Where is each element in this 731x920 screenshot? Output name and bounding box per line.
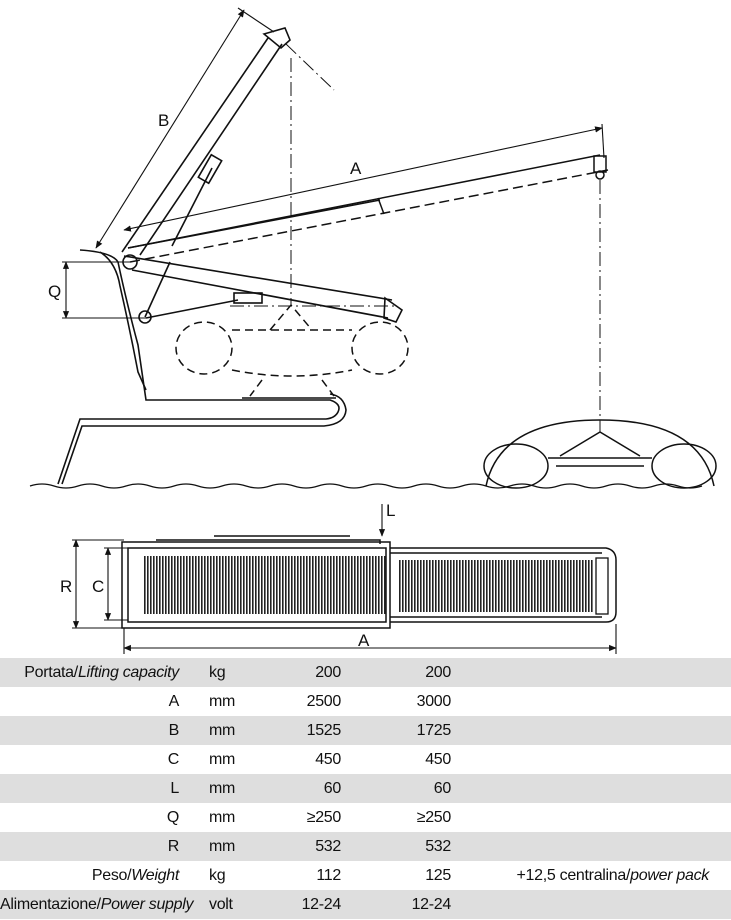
boat-hull	[57, 249, 347, 485]
spec-unit: kg	[209, 866, 226, 884]
boom-inner-section-hatch	[144, 556, 386, 614]
spec-note-cell	[453, 658, 731, 687]
lowered-boom	[122, 254, 404, 324]
spec-label: C	[167, 750, 180, 768]
spec-note-cell: +12,5 centralina/power pack	[516, 866, 710, 884]
spec-unit: mm	[209, 750, 236, 768]
spec-label-cell: Alimentazione/Power supply	[0, 890, 207, 919]
spec-label: Portata	[24, 663, 74, 681]
spec-value-1: 532	[297, 832, 343, 861]
extended-boom	[127, 154, 609, 263]
dimension-label-b: B	[158, 111, 169, 130]
spec-value-2: 3000	[416, 692, 452, 710]
spec-unit: mm	[207, 716, 297, 745]
spec-label-cell: Q	[0, 803, 207, 832]
spec-label: A	[168, 692, 180, 710]
spec-row: Peso/Weight kg 112 125 +12,5 centralina/powe…	[0, 861, 731, 890]
spec-value-2: 450	[425, 750, 451, 768]
spec-value-2: 60	[343, 774, 453, 803]
top-view-label-a: A	[358, 631, 370, 650]
spec-value-1: 60	[297, 774, 343, 803]
boom-extension-hatch	[398, 560, 594, 612]
crane-technical-drawing: B A Q L R C A	[29, 7, 717, 654]
spec-label: R	[167, 837, 180, 855]
water-surface	[29, 483, 703, 489]
side-view: B A Q	[29, 7, 717, 489]
spec-label-en: Lifting capacity	[77, 663, 179, 681]
spec-label: B	[168, 721, 180, 739]
spec-label-en: Weight	[131, 866, 179, 884]
spec-label: L	[170, 779, 179, 797]
spec-value-1: 12-24	[297, 890, 343, 919]
spec-note-cell	[453, 687, 731, 716]
top-view-dimension-lines	[72, 504, 617, 654]
dimension-label-q: Q	[48, 282, 61, 301]
spec-unit: kg	[207, 658, 297, 687]
spec-note-cell	[453, 832, 731, 861]
spec-label: Alimentazione	[0, 895, 97, 913]
spec-label-cell: Peso/Weight	[91, 866, 179, 884]
spec-note-cell	[453, 774, 731, 803]
top-view-label-l: L	[386, 501, 395, 520]
spec-value-1: ≥250	[306, 808, 342, 826]
spec-value-1: 2500	[306, 692, 342, 710]
spec-value-2: 12-24	[343, 890, 453, 919]
spec-note-cell	[453, 745, 731, 774]
spec-note-en: power pack	[630, 866, 709, 884]
spec-label-cell: R	[0, 832, 207, 861]
spec-note-cell	[453, 803, 731, 832]
spec-unit: volt	[207, 890, 297, 919]
spec-note-cell	[453, 716, 731, 745]
top-view: L R C A	[60, 501, 617, 654]
spec-label-cell: C	[0, 745, 207, 774]
top-view-label-r: R	[60, 577, 72, 596]
spec-unit: mm	[209, 692, 236, 710]
spec-label-cell: L	[0, 774, 207, 803]
spec-value-2: 1725	[343, 716, 453, 745]
boom-extension-endcap	[595, 557, 609, 615]
top-view-label-c: C	[92, 577, 104, 596]
spec-unit: mm	[207, 832, 297, 861]
spec-value-2: 125	[425, 866, 451, 884]
spec-value-1: 112	[316, 866, 341, 884]
centerlines	[230, 43, 601, 432]
dimension-label-a: A	[350, 159, 362, 178]
spec-label: Peso	[91, 866, 128, 884]
spec-value-1: 450	[315, 750, 341, 768]
spec-value-1: 200	[297, 658, 343, 687]
spec-value-2: 532	[343, 832, 453, 861]
dinghy-stowed	[175, 303, 409, 397]
spec-label-cell: B	[0, 716, 207, 745]
spec-value-1: 1525	[297, 716, 343, 745]
spec-note-cell	[453, 890, 731, 919]
spec-label-cell: A	[0, 687, 207, 716]
dimension-lines	[62, 7, 605, 319]
spec-label-cell: Portata/Lifting capacity	[0, 658, 207, 687]
spec-note: +12,5 centralina	[516, 866, 627, 884]
spec-unit: mm	[209, 808, 236, 826]
spec-label-en: Power supply	[100, 895, 194, 913]
spec-unit: mm	[207, 774, 297, 803]
spec-label: Q	[166, 808, 179, 826]
spec-value-2: 200	[343, 658, 453, 687]
spec-value-2: ≥250	[416, 808, 452, 826]
